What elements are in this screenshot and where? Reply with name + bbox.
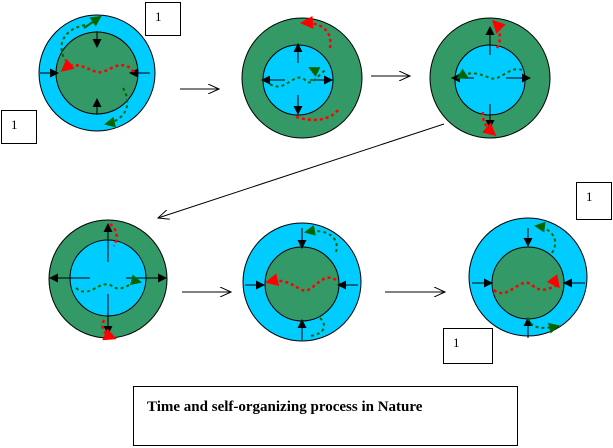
- number-box: 1: [576, 182, 612, 220]
- flow-arrow-3: [158, 123, 445, 218]
- number-box: 1: [443, 328, 493, 364]
- cycle-circle-1: [38, 14, 156, 132]
- cycle-circle-4: [48, 219, 168, 341]
- number-box: 1: [1, 110, 37, 144]
- cycle-circle-3: [429, 17, 551, 139]
- cycle-circle-2: [241, 15, 363, 139]
- caption-box: Time and self-organizing process in Natu…: [133, 386, 518, 446]
- cycle-circle-5: [242, 222, 362, 342]
- caption-title: Time and self-organizing process in Natu…: [147, 399, 423, 415]
- number-box: 1: [145, 2, 181, 36]
- cycle-circle-6: [468, 217, 588, 338]
